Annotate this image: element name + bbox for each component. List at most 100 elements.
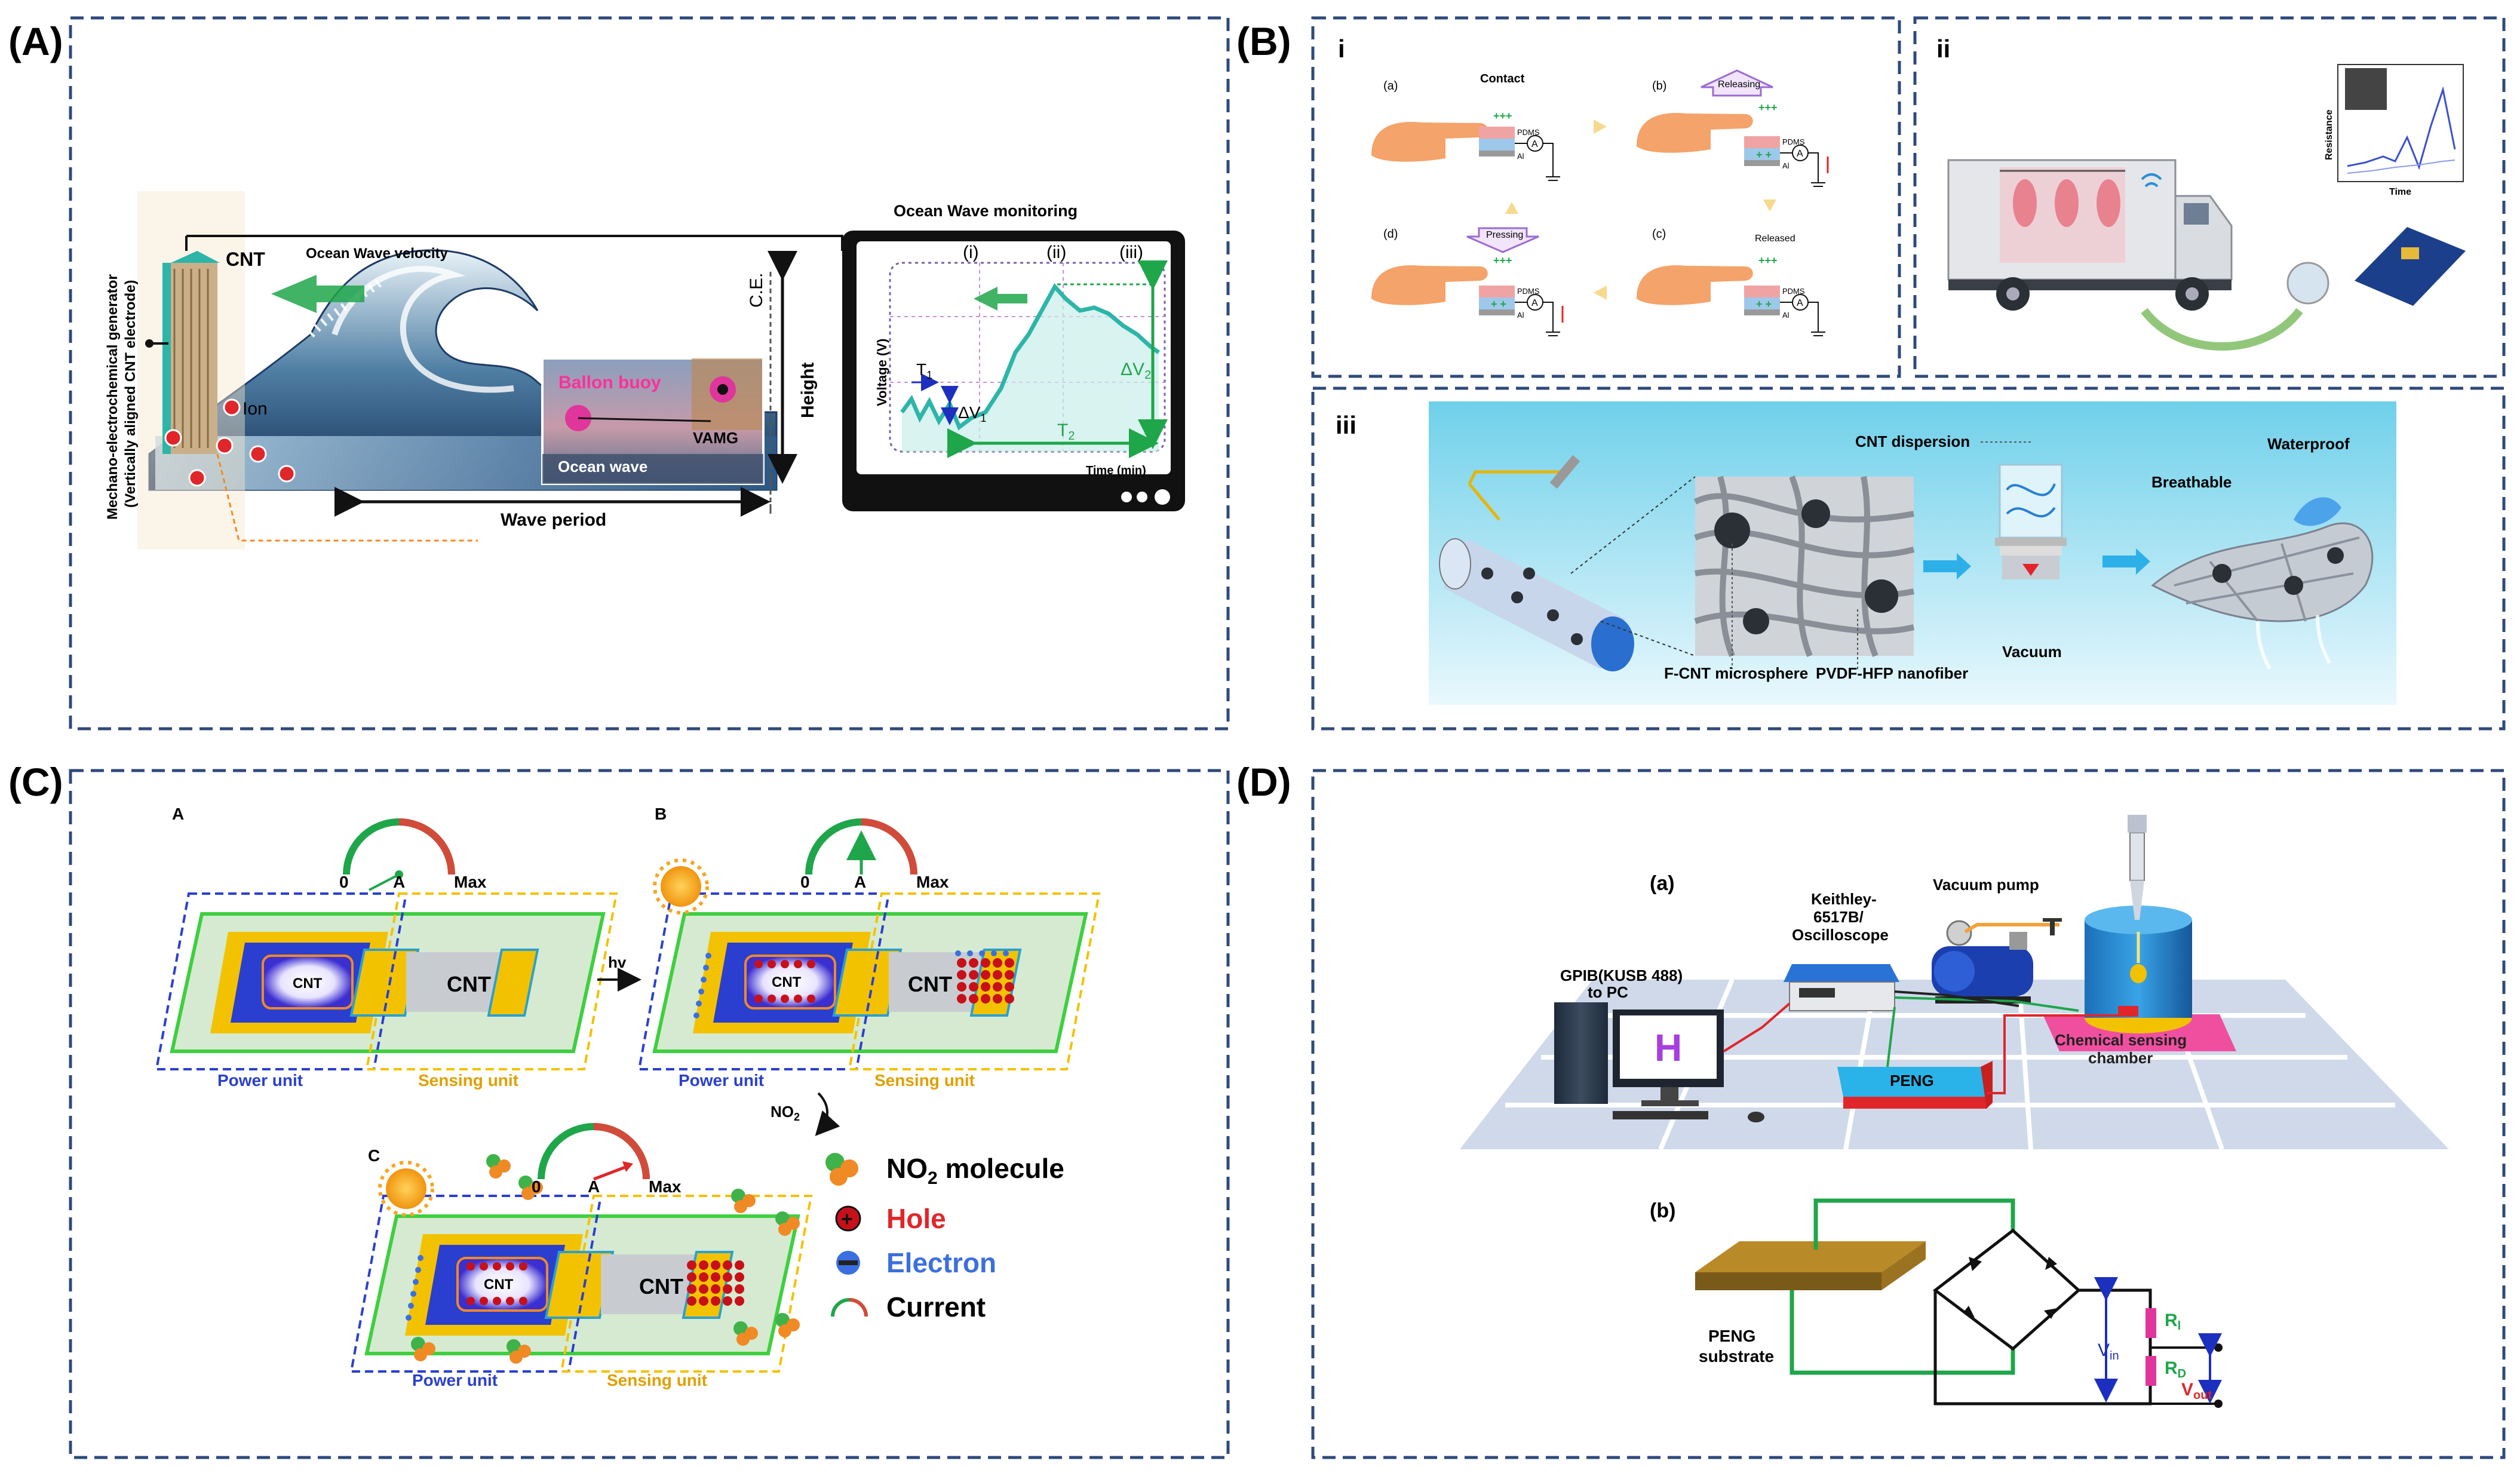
sensing-chamber xyxy=(2043,815,2236,1051)
wave-velocity-label: Ocean Wave velocity xyxy=(306,246,449,262)
zoom-line-1 xyxy=(1600,621,1696,656)
sensing-unit-a: Sensing unit xyxy=(418,1071,518,1090)
panel-c-frame xyxy=(69,769,1230,1459)
panel-b-ii-label: ii xyxy=(1936,35,1950,63)
wire-red-2 xyxy=(1987,1014,2118,1094)
legend-hole-icon xyxy=(835,1205,861,1232)
svg-text:+ +: + + xyxy=(1756,298,1772,310)
gauge-c-a: A xyxy=(588,1177,600,1196)
vout-node xyxy=(2214,1343,2223,1352)
svg-text:CNT: CNT xyxy=(293,975,323,992)
panel-a-tag: (A) xyxy=(8,19,63,63)
fcnt-label: F-CNT microsphere xyxy=(1664,664,1808,682)
pc-tower xyxy=(1554,1002,1608,1104)
svg-text:+ +: + + xyxy=(1491,298,1506,310)
wave-period-label: Wave period xyxy=(501,510,606,530)
gauge-a-zero: 0 xyxy=(339,873,349,891)
cycle-arrow-da xyxy=(1505,202,1518,214)
panel-a-frame xyxy=(69,16,1230,731)
teng-step-b: (b) Releasing +++ + + A PDMS Al xyxy=(1637,69,1829,187)
svg-text:+++: +++ xyxy=(1758,254,1778,266)
svg-text:(d): (d) xyxy=(1383,228,1398,241)
svg-text:CNT: CNT xyxy=(639,1274,683,1299)
time-axis-label: Time (min) xyxy=(1086,464,1146,477)
sensor-pad xyxy=(2401,247,2419,259)
stage-a-label: A xyxy=(172,805,184,823)
fiber-closeup xyxy=(1693,475,1915,657)
svg-text:CNT: CNT xyxy=(484,1277,514,1293)
wave-velocity-arrow xyxy=(271,275,364,313)
svg-text:CNT: CNT xyxy=(772,974,802,990)
legend-current: Current xyxy=(886,1291,986,1322)
svg-text:(a): (a) xyxy=(1383,79,1398,93)
buoy-photo xyxy=(541,357,765,485)
vacuum-pump-label: Vacuum pump xyxy=(1933,876,2039,894)
panel-b-ii-frame xyxy=(1913,16,2506,378)
svg-text:A: A xyxy=(1797,149,1803,159)
svg-text:(Vertically aligned CNT electr: (Vertically aligned CNT electrode) xyxy=(122,280,139,508)
svg-text:(b): (b) xyxy=(1652,79,1666,93)
legend: NO2 molecule + Hole Electron Current xyxy=(825,1153,1064,1322)
power-unit-c: Power unit xyxy=(412,1371,498,1389)
svg-text:Al: Al xyxy=(1517,311,1524,320)
peng-label: PENG xyxy=(1890,1072,1934,1090)
keithley-meter xyxy=(1784,964,1899,1011)
sun-b xyxy=(653,858,709,915)
voltage-trace-fill xyxy=(902,287,1159,452)
device-c: CNT CNT xyxy=(349,1195,813,1373)
membrane xyxy=(2151,497,2374,670)
breathable-label: Breathable xyxy=(2151,473,2232,491)
svg-text:A: A xyxy=(1531,298,1538,308)
ocean-wave-label: Ocean wave xyxy=(558,458,647,475)
circuit-green-top xyxy=(1813,1198,2015,1250)
svg-text:Al: Al xyxy=(1782,161,1790,170)
panel-d-tag: (D) xyxy=(1236,760,1291,804)
svg-text:Releasing: Releasing xyxy=(1718,79,1760,90)
svg-text:H: H xyxy=(1655,1026,1682,1069)
gauge-a-max: Max xyxy=(454,873,487,891)
stage-b-label: B xyxy=(655,805,667,823)
valve xyxy=(2050,920,2055,935)
power-unit-a: Power unit xyxy=(217,1071,303,1090)
voltage-axis-label: Voltage (V) xyxy=(874,339,889,406)
chamber-label-1: Chemical sensing xyxy=(2055,1031,2187,1049)
side-label: Mechano-electrochemical generator (Verti… xyxy=(105,274,139,520)
wire-red-1 xyxy=(1723,1002,1791,1053)
gauge-b-a: A xyxy=(854,873,866,891)
device-a: CNT CNT xyxy=(155,892,618,1070)
gauge-b-max: Max xyxy=(916,873,949,891)
svg-text:+++: +++ xyxy=(1493,110,1512,122)
wave-curl xyxy=(332,266,514,393)
sensor-eye xyxy=(2286,262,2329,305)
panel-d-frame xyxy=(1311,769,2506,1459)
wire-green-2 xyxy=(1886,1007,1896,1067)
dv1-label: ΔV1 xyxy=(958,403,986,424)
phase-ii: (ii) xyxy=(1046,243,1066,262)
cnt-label: CNT xyxy=(226,248,265,270)
stage-c-label: C xyxy=(368,1146,380,1165)
height-label: Height xyxy=(798,363,818,418)
trend-arrow xyxy=(974,287,1027,311)
waterproof-label: Waterproof xyxy=(2267,435,2350,453)
zoom-line-2 xyxy=(1570,476,1696,574)
pc-monitor: H xyxy=(1613,1009,1724,1106)
cnt-electrode xyxy=(162,251,220,454)
rd-label: RD xyxy=(2165,1358,2186,1380)
gauge-b-zero: 0 xyxy=(800,873,810,891)
legend-electron: Electron xyxy=(886,1247,996,1278)
tile-floor xyxy=(1460,980,2449,1149)
sensor-chip xyxy=(2355,227,2466,306)
resistor-rd xyxy=(2145,1356,2156,1386)
legend-current-icon-red xyxy=(849,1298,868,1317)
svg-text:A: A xyxy=(1797,298,1803,308)
svg-text:Pressing: Pressing xyxy=(1486,230,1523,240)
circuit-green-bottom xyxy=(1790,1290,2015,1375)
gauge-c-max: Max xyxy=(649,1177,682,1196)
panel-b: (B) i ii iii (a) Contact +++ A PDMS Al (… xyxy=(1236,19,2466,705)
monitor-title: Ocean Wave monitoring xyxy=(894,202,1078,220)
ion-label: Ion xyxy=(243,399,268,419)
mouse xyxy=(1748,1112,1764,1122)
balloon-label: Ballon buoy xyxy=(558,373,661,392)
panel-c: (C) A B C CNT CNT Power unit Sensing uni… xyxy=(8,760,1101,1389)
